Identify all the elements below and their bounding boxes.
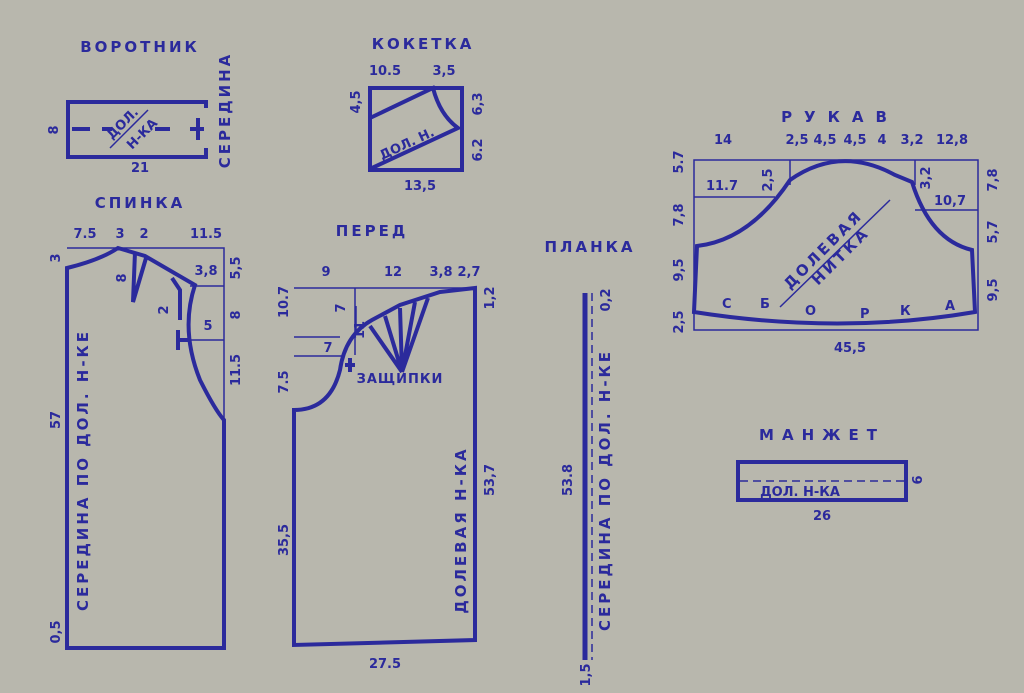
sleeve-inner-dim: 3,2: [919, 166, 934, 189]
sleeve-right-dim: 7,8: [986, 168, 1001, 191]
sleeve-top-dim: 3,2: [900, 133, 923, 148]
sleeve-left-dim: 7,8: [672, 203, 687, 226]
sleeve-gather-letter: Р: [860, 307, 870, 322]
placket-title: ПЛАНКА: [544, 238, 635, 256]
sleeve-gather-letter: Б: [760, 297, 770, 312]
sleeve-inner-dim: 10,7: [934, 194, 966, 209]
back-armhole-dim: 5: [203, 319, 212, 334]
front-top-dim: 9: [321, 265, 330, 280]
front-right-dim: 1,2: [483, 286, 498, 309]
yoke-piece: КОКЕТКА 10.5 3,5 4,5 6,3 6.2 13,5 ДОЛ. Н…: [349, 35, 486, 194]
back-left-dim: 0,5: [49, 620, 64, 643]
front-bottom-dim: 27.5: [369, 657, 401, 672]
sleeve-top-dim: 4,5: [813, 133, 836, 148]
collar-center-label: СЕРЕДИНА: [216, 52, 234, 169]
sleeve-left-dim: 2,5: [672, 310, 687, 333]
back-top-dim: 2: [139, 227, 148, 242]
back-piece: СПИНКА 7.5 3 2 11.5 5,5 8 11.5 3 57 0,5 …: [49, 194, 244, 650]
sleeve-top-dim: 4,5: [843, 133, 866, 148]
front-inner-dim: 7: [323, 341, 332, 356]
back-top-dim: 11.5: [190, 227, 222, 242]
collar-fold-line: [72, 118, 204, 140]
front-guide-lines: [294, 287, 475, 357]
sleeve-grain-line: [779, 199, 891, 308]
cuff-piece: МАНЖЕТ ДОЛ. Н-КА 6 26: [736, 426, 926, 524]
collar-outline: [66, 100, 208, 159]
front-right-dim: 53,7: [483, 464, 498, 496]
sleeve-guide-lines: [693, 159, 979, 331]
back-right-dim: 11.5: [229, 354, 244, 386]
front-left-dim: 10.7: [277, 286, 292, 318]
sleeve-gather-letter: А: [945, 299, 955, 314]
sleeve-inner-dim: 11.7: [706, 179, 738, 194]
front-tucks-label: ЗАЩИПКИ: [357, 372, 444, 387]
back-left-dim: 57: [49, 411, 64, 429]
back-right-dim: 8: [229, 310, 244, 319]
sleeve-bottom-dim: 45,5: [834, 341, 866, 356]
front-top-dim: 2,7: [457, 265, 480, 280]
collar-grain-line: [109, 109, 149, 149]
back-notch: [176, 330, 190, 350]
sleeve-left-dim: 5.7: [672, 150, 687, 173]
front-top-dim: 3,8: [429, 265, 452, 280]
placket-center-label: СЕРЕДИНА ПО ДОЛ. Н-КЕ: [596, 349, 614, 631]
front-grain-label: ДОЛЕВАЯ Н-КА: [452, 446, 470, 613]
front-piece: ПЕРЕД 9 12 3,8 2,7 10.7 7.5 35,5 1,2 53,…: [277, 222, 498, 672]
collar-width: 21: [131, 161, 149, 176]
yoke-bottom: 13,5: [404, 179, 436, 194]
back-shoulder-dim: 3,8: [194, 264, 217, 279]
yoke-seam-lines: [369, 85, 462, 170]
front-tucks: [345, 297, 430, 374]
collar-height: 8: [47, 125, 62, 134]
placket-piece: ПЛАНКА 0,2 53.8 1,5 СЕРЕДИНА ПО ДОЛ. Н-К…: [544, 238, 635, 687]
yoke-top-left: 10.5: [369, 64, 401, 79]
back-top-dim: 3: [115, 227, 124, 242]
yoke-right-bottom: 6.2: [471, 138, 486, 161]
yoke-right-top: 6,3: [471, 92, 486, 115]
yoke-top-right: 3,5: [432, 64, 455, 79]
front-title: ПЕРЕД: [336, 222, 408, 240]
back-top-dim: 7.5: [73, 227, 96, 242]
back-left-dim: 3: [49, 253, 64, 262]
front-top-dim: 12: [384, 265, 402, 280]
placket-length-dim: 53.8: [561, 464, 576, 496]
back-title: СПИНКА: [95, 194, 186, 212]
back-darts: [131, 251, 182, 320]
sleeve-title: РУКАВ: [781, 108, 899, 126]
back-dart-dim: 8: [115, 273, 130, 282]
sleeve-inner-dim: 2,5: [761, 168, 776, 191]
sleeve-top-dim: 14: [714, 133, 732, 148]
sleeve-right-dim: 9,5: [986, 278, 1001, 301]
yoke-title: КОКЕТКА: [372, 35, 475, 53]
placket-bottom-dim: 1,5: [579, 663, 594, 686]
sleeve-top-dim: 12,8: [936, 133, 968, 148]
back-dart2-dim: 2: [157, 305, 172, 314]
front-inner-dim: 7: [334, 303, 349, 312]
cuff-grain: ДОЛ. Н-КА: [760, 485, 840, 500]
back-right-dim: 5,5: [229, 256, 244, 279]
sleeve-top-dim: 2,5: [785, 133, 808, 148]
sleeve-left-dim: 9,5: [672, 258, 687, 281]
front-inner-dim: 11: [353, 321, 368, 339]
front-left-dim: 35,5: [277, 524, 292, 556]
back-outline: [65, 245, 226, 650]
sleeve-right-dim: 5,7: [986, 220, 1001, 243]
sleeve-gather-letter: С: [722, 297, 732, 312]
sleeve-top-dim: 4: [877, 133, 886, 148]
front-outline: [292, 285, 477, 648]
cuff-title: МАНЖЕТ: [759, 426, 885, 444]
cuff-height: 6: [911, 475, 926, 484]
back-center-label: СЕРЕДИНА ПО ДОЛ. Н-КЕ: [74, 329, 92, 611]
front-left-dim: 7.5: [277, 370, 292, 393]
cuff-outline: [736, 460, 908, 502]
placket-top-dim: 0,2: [599, 288, 614, 311]
sleeve-outline: [691, 159, 978, 326]
collar-title: ВОРОТНИК: [80, 38, 200, 56]
sleeve-gather-letter: О: [805, 304, 816, 319]
yoke-outline: [368, 86, 464, 172]
cuff-width: 26: [813, 509, 831, 524]
sleeve-gather-letter: К: [900, 304, 911, 319]
yoke-left: 4,5: [349, 90, 364, 113]
